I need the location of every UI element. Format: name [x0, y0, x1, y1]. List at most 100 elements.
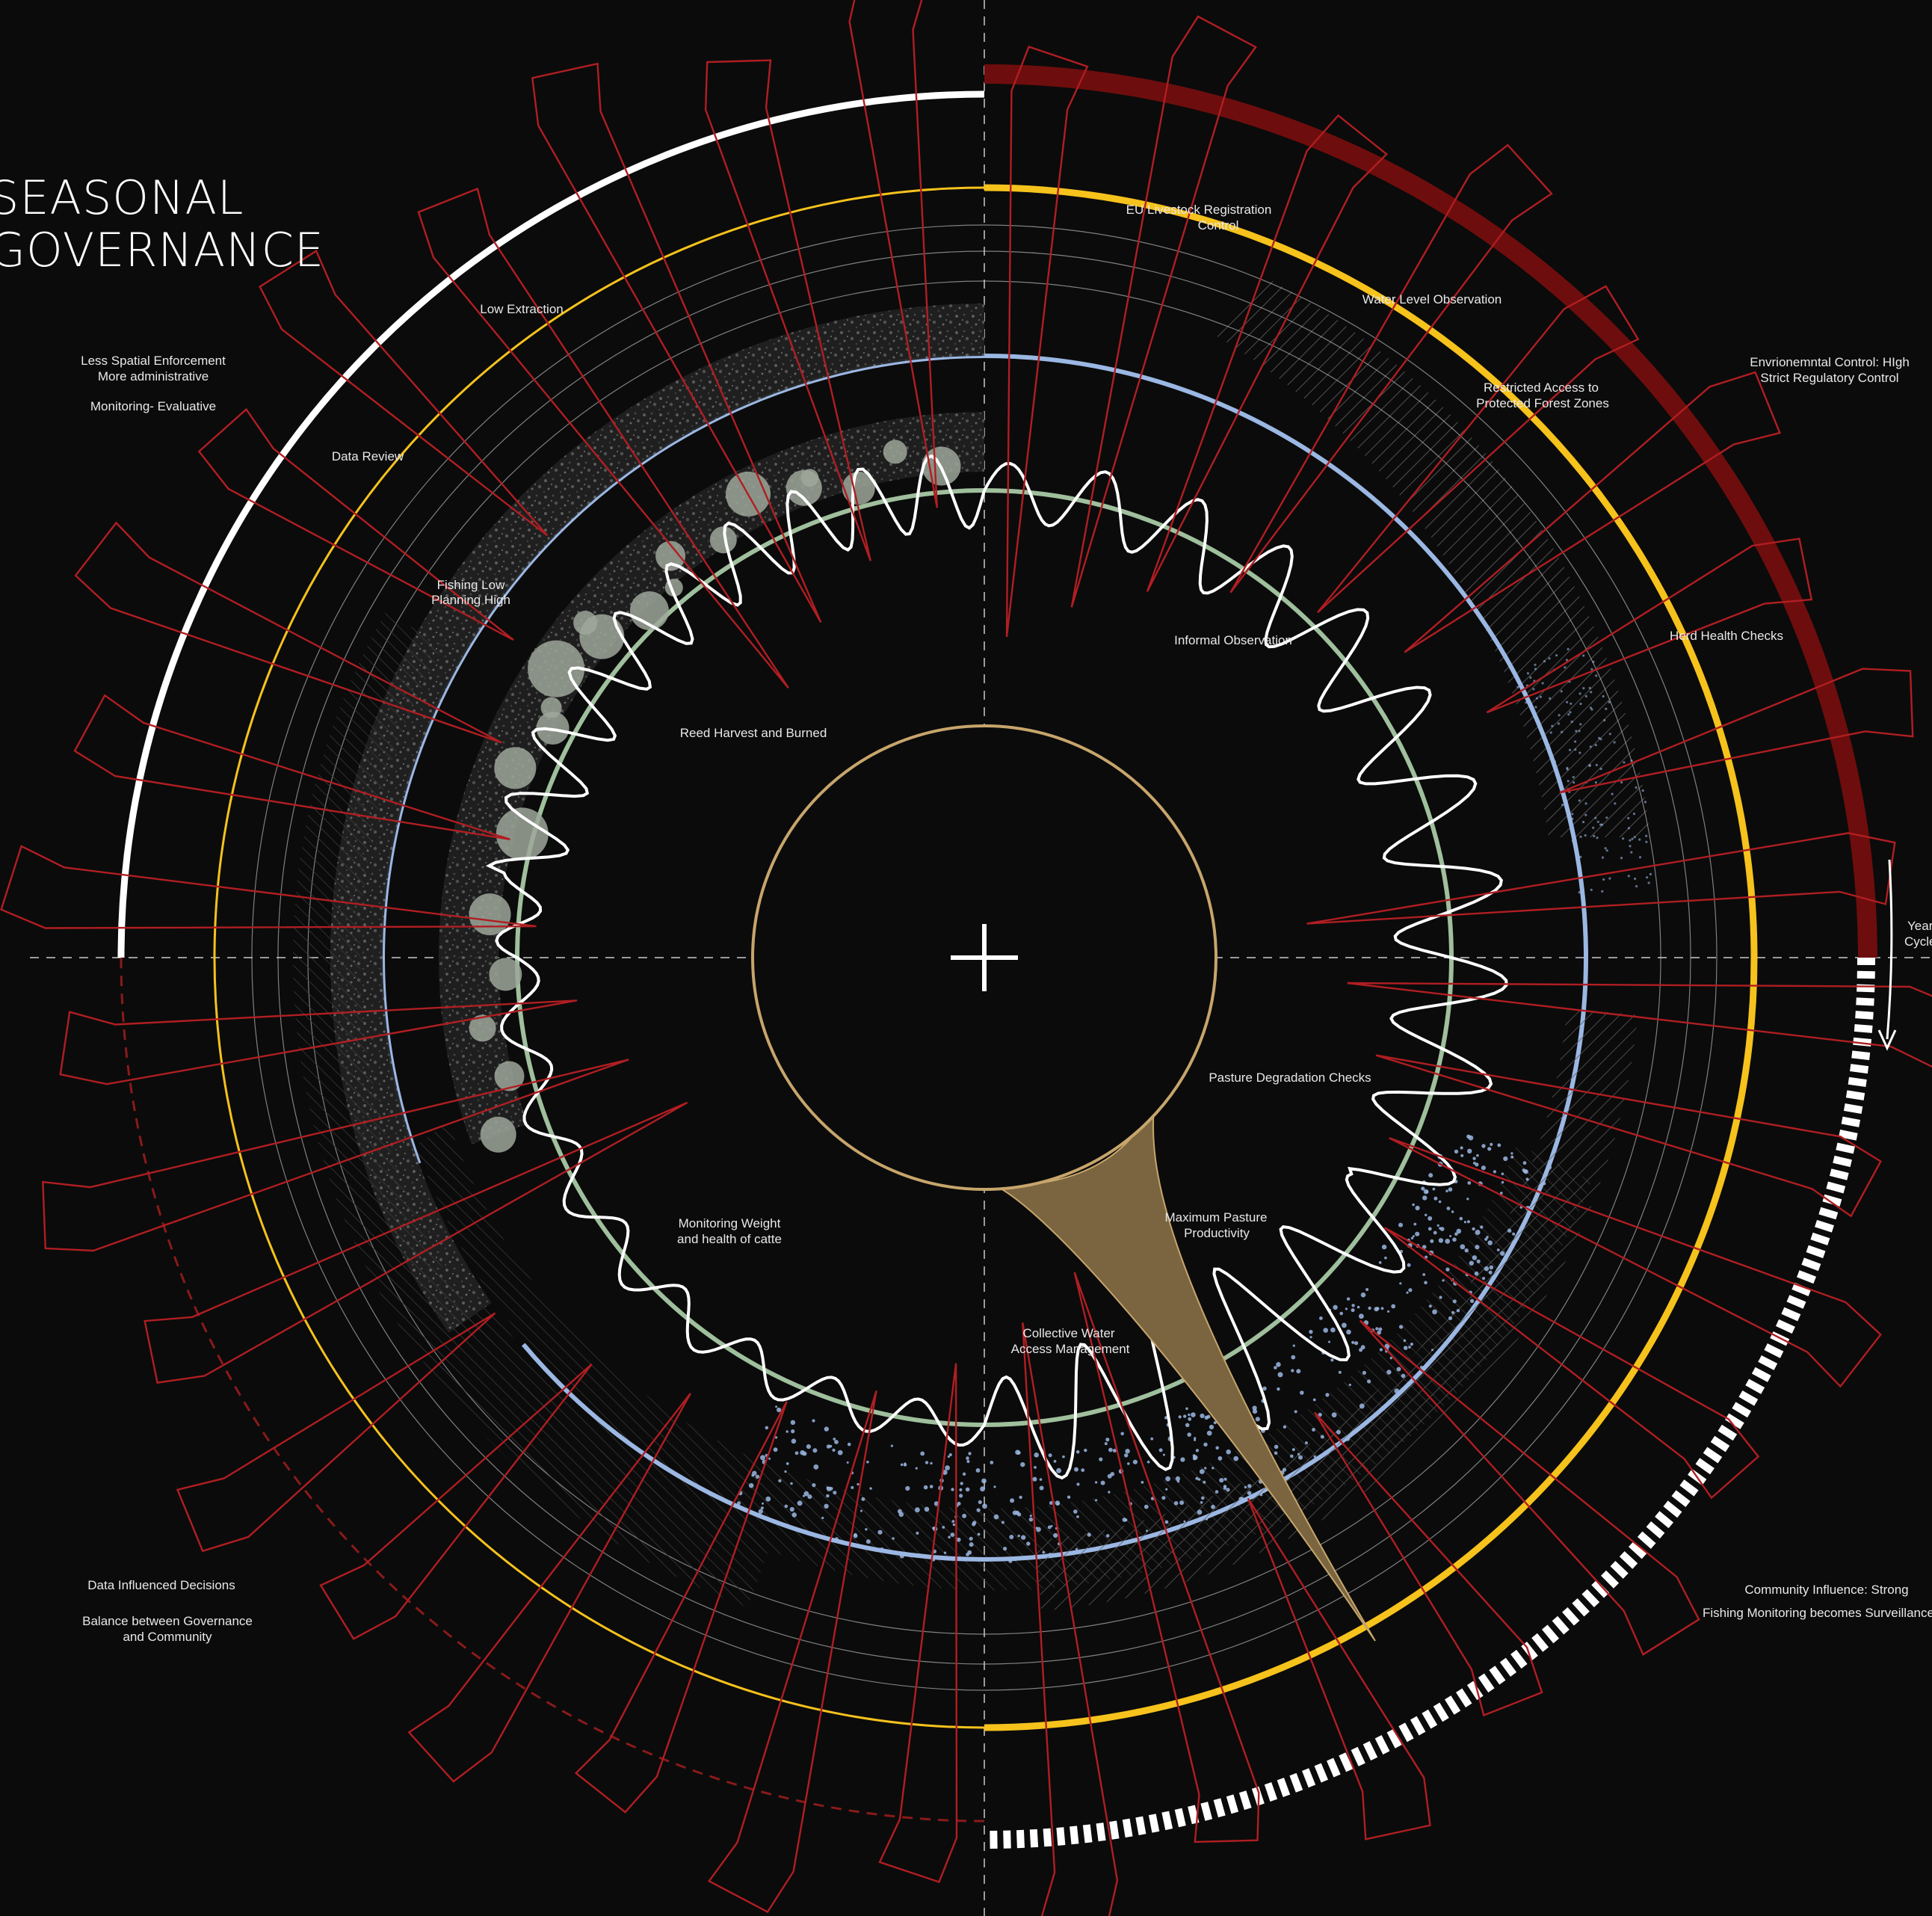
dark-red-ring-arc [984, 64, 1877, 958]
water-dot [1422, 1273, 1426, 1276]
observation-dot [1608, 877, 1611, 880]
observation-dot [1567, 647, 1570, 651]
water-dot [846, 1461, 849, 1464]
water-dot [790, 1482, 793, 1485]
water-dot [1396, 1367, 1401, 1372]
water-dot [1274, 1451, 1278, 1456]
water-dot [900, 1463, 904, 1467]
reed-blob [709, 526, 737, 554]
water-dot [827, 1486, 832, 1491]
reed-blob [489, 958, 522, 991]
water-dot [861, 1497, 865, 1501]
water-dot [778, 1479, 782, 1483]
water-dot [1197, 1478, 1201, 1481]
label-balance-1: Balance between Governance [82, 1614, 253, 1628]
observation-dot [1592, 826, 1595, 829]
observation-dot [1564, 666, 1567, 669]
water-dot [1276, 1362, 1281, 1367]
governance-spike [1317, 285, 1640, 614]
water-dot [1360, 1345, 1365, 1350]
water-dot [1454, 1149, 1459, 1154]
water-dot [1049, 1501, 1053, 1505]
water-dot [1487, 1240, 1493, 1245]
water-dot [1204, 1467, 1207, 1470]
label-data-review: Data Review [331, 449, 404, 463]
water-dot [1354, 1341, 1359, 1346]
governance-spike [319, 1363, 593, 1640]
water-dot [837, 1450, 843, 1456]
water-dot [1442, 1279, 1445, 1282]
water-dot [1127, 1462, 1130, 1465]
water-dot [1422, 1195, 1428, 1201]
label-env-control-1: Envrionemntal Control: HIgh [1750, 355, 1910, 369]
label-eu-livestock-2: Control [1197, 218, 1239, 232]
water-dot [1162, 1453, 1165, 1456]
water-dot [1362, 1370, 1366, 1375]
water-dot [751, 1473, 754, 1477]
water-dot [1423, 1189, 1429, 1195]
observation-dot [1599, 738, 1602, 741]
water-dot [1472, 1255, 1478, 1260]
water-dot [960, 1482, 963, 1485]
observation-dot [1594, 816, 1597, 819]
water-dot [1445, 1267, 1450, 1272]
water-dot [1217, 1456, 1223, 1461]
observation-dot [1574, 748, 1577, 751]
water-dot [866, 1460, 869, 1464]
water-dot [1398, 1222, 1403, 1227]
water-dot [1489, 1265, 1494, 1270]
water-dot [1522, 1161, 1527, 1165]
observation-dot [1570, 702, 1573, 705]
observation-dot [1565, 659, 1568, 662]
water-dot [1146, 1460, 1150, 1464]
hatched-band-southeast [1035, 1008, 1638, 1612]
water-dot [748, 1482, 754, 1488]
water-dot [1475, 1162, 1479, 1167]
water-dot [1282, 1467, 1287, 1472]
water-dot [1185, 1423, 1190, 1428]
water-dot [1120, 1432, 1124, 1436]
observation-dot [1641, 789, 1644, 792]
water-dot [1211, 1504, 1215, 1509]
water-dot [1346, 1297, 1351, 1301]
governance-spike [0, 845, 537, 929]
water-dot [1032, 1476, 1037, 1482]
water-dot [1233, 1456, 1239, 1461]
water-dot [1095, 1499, 1098, 1502]
water-dot [1345, 1307, 1348, 1310]
water-dot [1481, 1165, 1486, 1171]
water-dot [773, 1447, 778, 1453]
observation-dot [1589, 706, 1592, 709]
thin-ring-1 [251, 224, 1717, 1691]
water-dot [1318, 1412, 1322, 1417]
water-dot [1475, 1230, 1481, 1235]
observation-dot [1549, 731, 1552, 734]
observation-dot [1567, 780, 1570, 783]
water-dot [1459, 1216, 1463, 1221]
water-dot [1445, 1189, 1448, 1192]
water-dot [1377, 1330, 1381, 1335]
water-dot [1501, 1180, 1504, 1184]
observation-dot [1599, 767, 1602, 771]
water-dot [1547, 1165, 1552, 1170]
water-dot [1188, 1417, 1192, 1421]
water-dot [824, 1426, 830, 1432]
water-dot [1490, 1142, 1493, 1146]
water-dot [1029, 1515, 1032, 1518]
water-dot [1309, 1336, 1312, 1339]
water-dot [794, 1451, 799, 1456]
label-monitoring-eval: Monitoring- Evaluative [90, 399, 217, 413]
water-dot [1384, 1256, 1387, 1260]
water-dot [1472, 1156, 1476, 1160]
observation-dot [1526, 672, 1529, 675]
water-dot [1075, 1450, 1080, 1454]
water-dot [1476, 1259, 1481, 1263]
water-dot [1297, 1453, 1300, 1456]
observation-dot [1599, 823, 1602, 826]
water-dot [965, 1487, 970, 1492]
water-dot [1047, 1525, 1052, 1530]
water-dot [1323, 1328, 1328, 1333]
hatched-band-west [293, 612, 771, 1608]
water-dot [1026, 1541, 1031, 1546]
water-dot [803, 1491, 809, 1497]
